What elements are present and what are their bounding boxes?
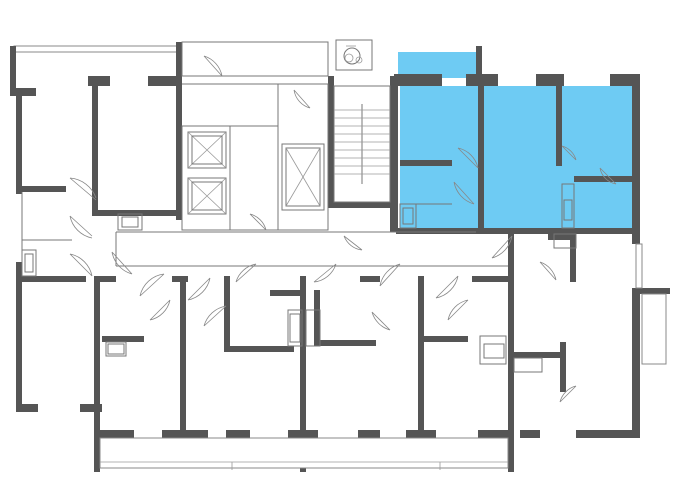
highlighted-apartment[interactable] [398,52,632,232]
windows [99,243,667,470]
corridor [115,231,508,267]
elevator-icon [187,131,227,169]
apartment-balcony-fill [398,52,476,78]
bathrooms [21,183,577,373]
building-core [181,39,391,231]
doors [69,55,617,403]
staircase-icon [333,85,391,203]
elevator-icon [187,177,227,215]
elevator-icon [281,143,325,211]
apartment-room-fill [400,86,632,232]
structural-walls [10,42,670,472]
wheelchair-accessible-icon [335,39,373,71]
